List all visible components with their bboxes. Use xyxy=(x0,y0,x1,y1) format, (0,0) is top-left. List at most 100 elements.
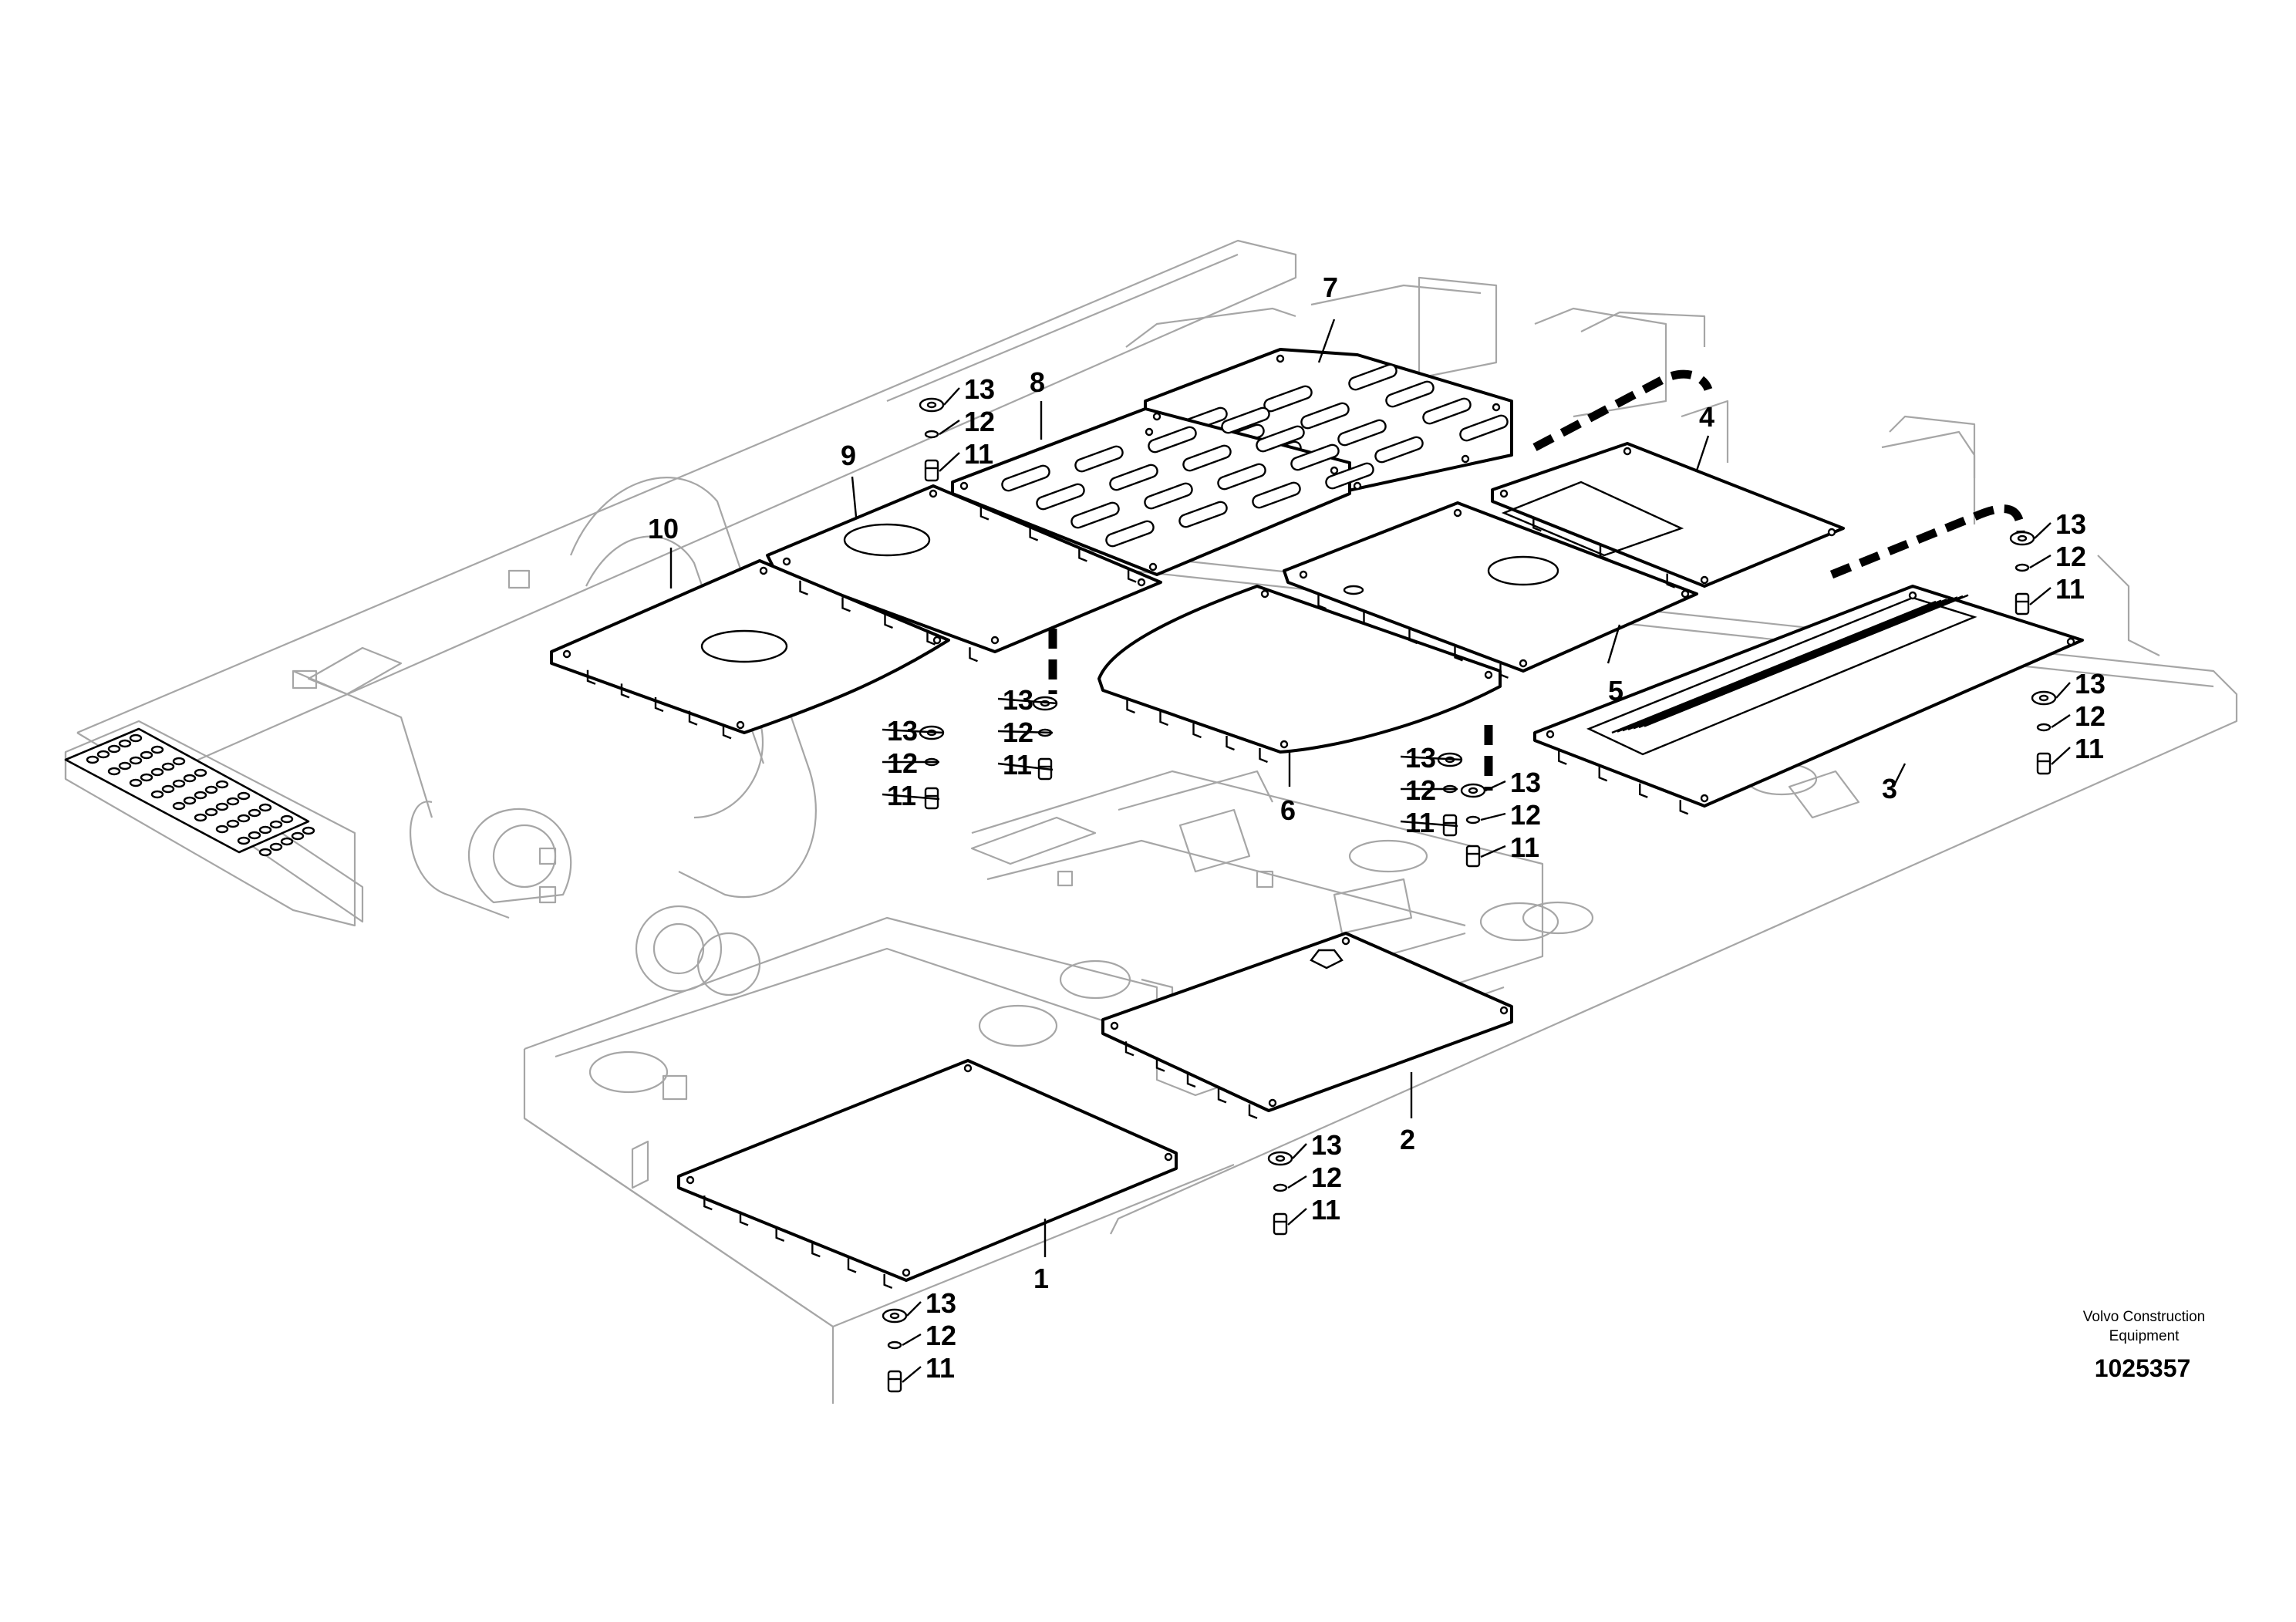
callout-11: 11 xyxy=(1311,1194,1340,1226)
screw-hole xyxy=(1330,466,1339,475)
screw-hole xyxy=(1499,489,1509,498)
plate-tab xyxy=(1124,1041,1135,1057)
grating-hole xyxy=(204,808,218,817)
grating-hole xyxy=(161,784,175,794)
callout-12: 12 xyxy=(2055,541,2086,572)
plate-tab xyxy=(847,1258,857,1273)
plate-tab xyxy=(1029,526,1039,541)
callout-13: 13 xyxy=(887,715,918,747)
screw-hole xyxy=(1276,354,1285,363)
leader-line xyxy=(882,793,940,801)
grating-hole xyxy=(107,744,121,754)
grating-hole xyxy=(118,739,132,748)
washer-hole xyxy=(2038,694,2049,702)
plate-tab xyxy=(1363,612,1372,627)
leader-line xyxy=(2034,522,2052,539)
screw-hole xyxy=(1341,936,1350,946)
plate-tab xyxy=(722,724,732,740)
plate-tab xyxy=(1679,800,1689,815)
leader-line xyxy=(1287,1175,1307,1189)
vent-slot xyxy=(1109,464,1158,491)
screw-hole xyxy=(932,636,942,645)
grating-hole xyxy=(129,778,143,787)
screw-hole xyxy=(562,649,571,659)
screw-hole xyxy=(1461,454,1470,464)
plate-tab xyxy=(1226,736,1235,751)
screw-hole xyxy=(1546,730,1555,739)
vent-slot xyxy=(1348,363,1397,391)
grating-hole xyxy=(129,733,143,743)
screw-hole xyxy=(1623,447,1632,456)
grating-hole xyxy=(107,767,121,776)
grating-hole xyxy=(258,825,272,835)
grating-hole xyxy=(215,780,229,789)
grating-hole xyxy=(150,767,164,777)
washer-hole xyxy=(1468,787,1478,794)
plate-3 xyxy=(1533,585,2084,808)
callout-12: 12 xyxy=(2075,700,2106,732)
plate-tab xyxy=(586,669,596,685)
screw-hole xyxy=(1492,403,1501,412)
callout-13: 13 xyxy=(964,373,995,405)
plate-tab xyxy=(799,580,808,595)
plate-tab xyxy=(703,1195,713,1211)
plate-tab xyxy=(1159,711,1168,727)
vent-slot xyxy=(1422,397,1472,425)
document-number: 1025357 xyxy=(2095,1354,2191,1382)
screw-hole xyxy=(1268,1098,1277,1108)
callout-13: 13 xyxy=(925,1287,956,1319)
plate-1 xyxy=(677,1059,1178,1282)
callout-11: 11 xyxy=(2055,573,2085,605)
callout-12: 12 xyxy=(925,1320,956,1351)
grille-bar xyxy=(1633,596,1958,730)
bolt xyxy=(887,1370,902,1393)
vent-slot xyxy=(1374,436,1424,464)
callout-5: 5 xyxy=(1608,675,1623,706)
screw-hole xyxy=(1110,1021,1119,1030)
leader-lines xyxy=(669,319,1907,1257)
plate-tab xyxy=(1155,1057,1165,1072)
grating-hole xyxy=(183,774,197,783)
leader-line xyxy=(2055,682,2071,699)
plate-tab xyxy=(884,614,893,629)
callout-13: 13 xyxy=(2055,508,2086,540)
callout-13: 13 xyxy=(1510,767,1541,798)
plate-tab xyxy=(979,505,990,521)
plate-6 xyxy=(1097,585,1502,754)
spring-washer xyxy=(924,430,939,439)
grating-hole xyxy=(269,842,283,851)
callout-11: 11 xyxy=(887,780,916,811)
callout-9: 9 xyxy=(841,440,856,471)
credit-line-1: Volvo Construction xyxy=(2083,1309,2205,1325)
plate-5 xyxy=(1283,501,1698,673)
plate-tab xyxy=(1499,663,1509,679)
vent-slot xyxy=(1178,501,1228,528)
grating-hole xyxy=(237,814,251,823)
screw-hole xyxy=(736,720,745,730)
grating-hole xyxy=(215,802,229,811)
vent-slot xyxy=(1459,414,1509,442)
plate-tab xyxy=(1217,1088,1227,1104)
plate-tab xyxy=(1558,750,1567,765)
callout-4: 4 xyxy=(1699,401,1714,433)
screw-hole xyxy=(1148,562,1158,572)
callout-3: 3 xyxy=(1882,773,1897,804)
plate-tab xyxy=(1454,646,1463,662)
plate-tab xyxy=(969,647,978,663)
callout-12: 12 xyxy=(887,747,918,779)
leader-line xyxy=(939,452,960,472)
callout-1: 1 xyxy=(1033,1263,1049,1294)
screw-hole xyxy=(959,481,969,491)
grating-hole xyxy=(194,791,207,800)
grille-bar xyxy=(1638,595,1964,729)
leader-line xyxy=(906,1301,922,1317)
spring-washer xyxy=(1465,815,1481,824)
vent-slot xyxy=(1105,520,1155,548)
grille-bar xyxy=(1644,594,1969,727)
spring-washer xyxy=(2014,563,2030,572)
screw-hole xyxy=(1700,794,1709,803)
callout-12: 12 xyxy=(1003,717,1033,748)
